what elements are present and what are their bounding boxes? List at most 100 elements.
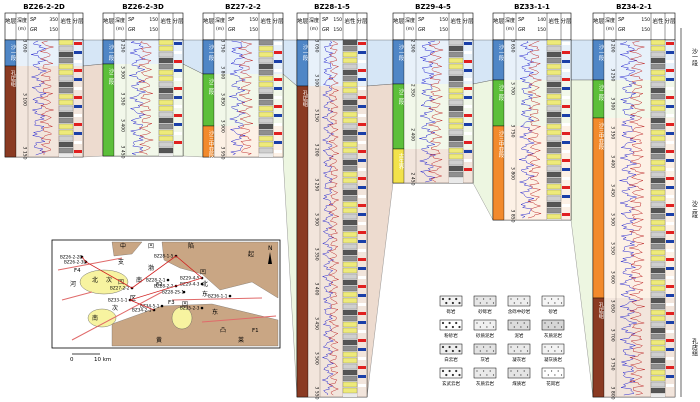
well-name: BZ34-2-1	[616, 3, 652, 11]
layer-marker	[562, 141, 570, 144]
lithology-bed	[650, 273, 666, 280]
depth-tick-label: 3 400	[610, 155, 616, 168]
lithology-bed	[650, 123, 666, 130]
lithology-bed	[158, 141, 174, 148]
right-stratigraphic-axis: 沙一段 沙三段 孔店组	[680, 28, 698, 397]
lithology-bed	[342, 201, 358, 208]
layer-marker	[274, 78, 282, 81]
lithology-bed	[448, 51, 464, 58]
lithology-bed	[158, 81, 174, 88]
legend-swatch-pattern	[526, 326, 529, 328]
lithology-bed	[342, 117, 358, 124]
layer-marker	[464, 69, 472, 72]
lithology-bed	[448, 63, 464, 70]
lithology-bed	[158, 105, 174, 112]
header-depth: 深度	[309, 17, 319, 24]
depth-tick-label: 3 050	[314, 40, 320, 53]
lithology-bed	[650, 297, 666, 304]
lithology-bed	[448, 45, 464, 52]
lithology-bed	[546, 159, 562, 166]
lithology-bed	[448, 57, 464, 64]
layer-marker	[464, 51, 472, 54]
map-well-label: BZ28-1-5	[154, 254, 174, 259]
layer-marker	[74, 87, 82, 90]
header-formation: 地层	[297, 17, 309, 25]
layer-marker	[358, 141, 366, 144]
legend-label: 砾岩	[447, 308, 456, 315]
strata-label: 沙一段	[208, 44, 215, 62]
header-lithology: 岩性	[652, 17, 664, 25]
map-region-label: 凸	[220, 327, 226, 334]
legend-label: 砂砾岩	[478, 308, 492, 315]
legend-swatch	[439, 319, 463, 331]
lithology-bed	[650, 291, 666, 298]
well-header-box	[392, 12, 474, 41]
map-region-label: 次	[106, 276, 112, 284]
band-sha-yi	[366, 39, 394, 87]
legend-item: 花岗岩	[541, 367, 565, 387]
lithology-bed	[258, 99, 274, 106]
legend-swatch-pattern	[448, 321, 451, 325]
layer-marker	[274, 60, 282, 63]
legend-swatch-pattern	[479, 374, 481, 376]
header-gr: GR	[418, 27, 425, 33]
lithology-bed	[158, 135, 174, 142]
layer-marker	[358, 384, 366, 387]
lithology-bed	[448, 135, 464, 142]
layer-marker	[562, 186, 570, 189]
strata-label: 孔店组	[598, 301, 605, 319]
legend-label: 凝灰岩	[512, 356, 526, 363]
lithology-bed	[650, 195, 666, 202]
lithology-bed	[342, 231, 358, 238]
lithology-bed	[448, 111, 464, 118]
lithology-bed	[546, 201, 562, 208]
legend-swatch-pattern	[554, 350, 556, 352]
depth-tick-label: 2 300	[410, 40, 416, 53]
lithology-bed	[342, 243, 358, 250]
map-region-label: 陷	[188, 242, 194, 250]
header-layer: 分层	[462, 17, 474, 25]
lithology-bed	[650, 129, 666, 136]
header-sp-range: 150	[439, 17, 448, 23]
legend-swatch-pattern	[554, 374, 556, 376]
layer-marker	[464, 150, 472, 153]
header-sp-range: 140	[537, 17, 546, 23]
lithology-bed	[546, 51, 562, 58]
layer-marker	[464, 114, 472, 117]
lithology-bed	[342, 219, 358, 226]
layer-marker	[666, 78, 674, 81]
header-depth-unit: (m)	[116, 26, 124, 32]
legend-label: 灰质云岩	[476, 380, 494, 387]
lithology-bed	[650, 309, 666, 316]
legend-swatch	[439, 367, 463, 379]
header-lithology: 岩性	[60, 17, 72, 25]
layer-marker	[358, 330, 366, 333]
layer-marker	[274, 42, 282, 45]
lithology-bed	[342, 195, 358, 202]
legend-swatch-pattern	[513, 374, 515, 376]
legend-swatch-pattern	[513, 326, 515, 328]
depth-tick-label: 3 550	[610, 242, 616, 255]
lithology-bed	[342, 297, 358, 304]
legend-swatch-pattern	[544, 370, 546, 372]
right-label-middle: 沙三段	[691, 200, 698, 219]
legend-swatch	[507, 343, 531, 355]
lithology-bed	[342, 339, 358, 346]
lithology-bed	[342, 285, 358, 292]
legend-swatch-pattern	[547, 326, 549, 328]
lithology-bed	[158, 129, 174, 136]
depth-tick-label: 3 250	[314, 178, 320, 191]
lithology-bed	[158, 69, 174, 76]
legend-swatch-pattern	[520, 326, 522, 328]
strata-label: 沙二段	[398, 88, 405, 106]
lithology-bed	[448, 93, 464, 100]
sp-curve	[419, 40, 436, 183]
header-sp-range: 150	[641, 17, 650, 23]
lithology-bed	[58, 105, 74, 112]
lithology-bed	[448, 69, 464, 76]
header-gr-range: 150	[149, 27, 158, 33]
layer-marker	[358, 276, 366, 279]
map-region-label: 凹	[148, 243, 154, 250]
